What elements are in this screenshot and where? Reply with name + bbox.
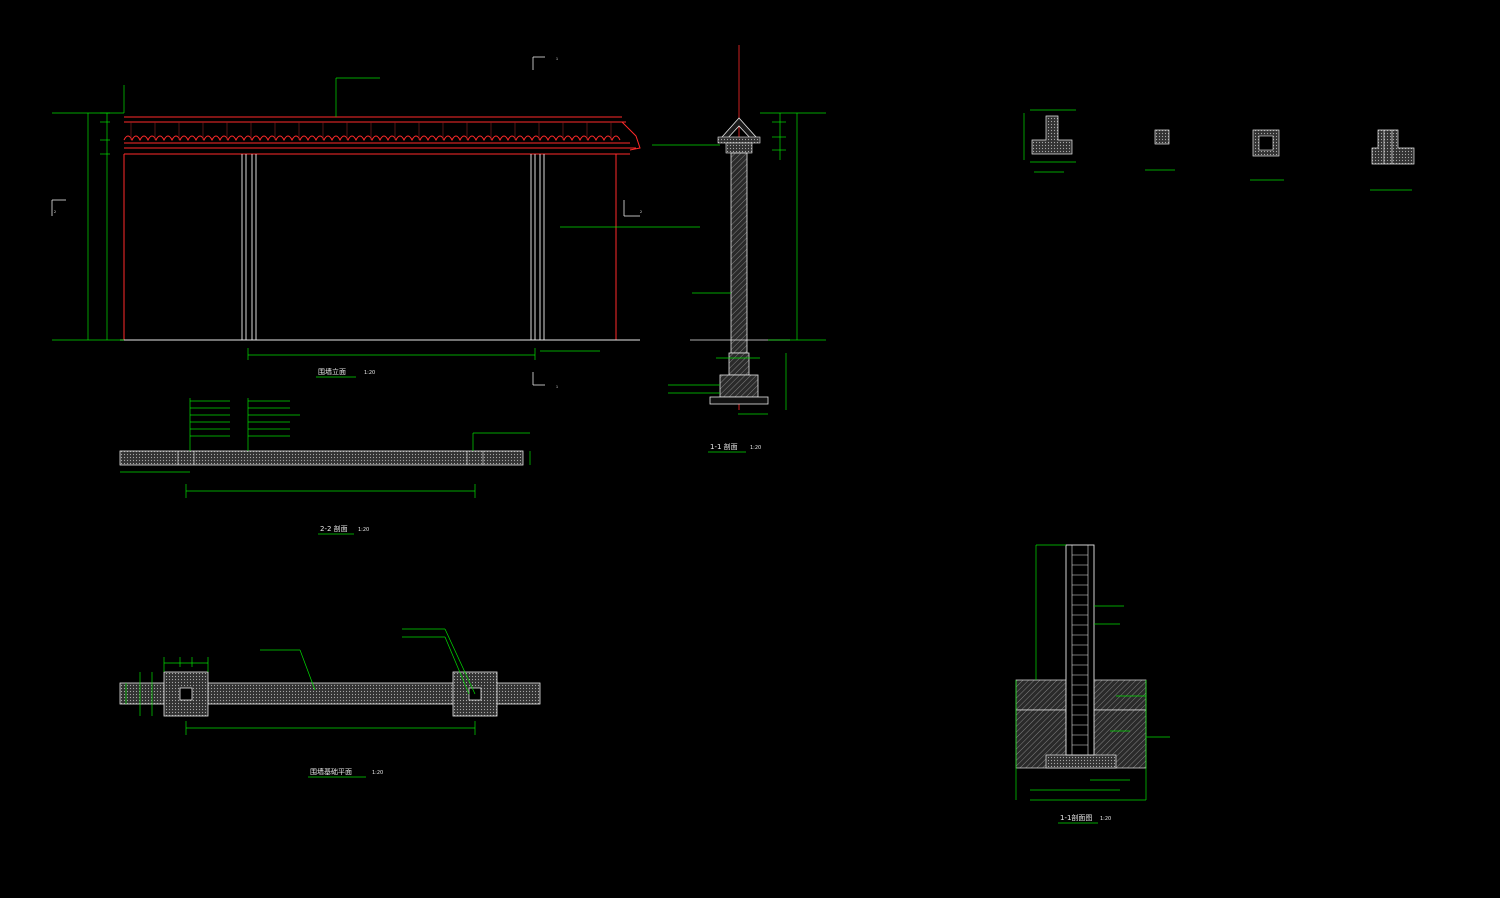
elevation-scale: 1:20 <box>364 370 375 376</box>
section-1-1-scale: 1:20 <box>750 445 761 451</box>
detail-column-section-b <box>1250 129 1284 181</box>
wall-elevation: 1 1 2 2 围墙立面 1:20 <box>51 56 700 389</box>
detail-thumbnails <box>1023 109 1415 191</box>
foundation-plan-scale: 1:20 <box>372 770 383 776</box>
section-detail-scale: 1:20 <box>1100 816 1111 822</box>
marker-1-top: 1 <box>556 57 558 61</box>
marker-1-bottom: 1 <box>556 385 558 389</box>
roof-tiles <box>123 116 641 155</box>
marker-2-right: 2 <box>640 210 642 214</box>
detail-coping <box>1023 109 1076 173</box>
wall-pillars <box>123 154 545 340</box>
marker-2-left: 2 <box>54 210 56 214</box>
section-1-1: 1-1 剖面 1:20 <box>652 45 826 453</box>
elevation-title: 围墙立面 <box>318 367 346 376</box>
elevation-dimensions <box>52 77 700 360</box>
section-detail-1-1: 1-1剖面图 1:20 <box>1015 544 1170 824</box>
detail-base <box>1370 129 1415 191</box>
foundation-plan: 围墙基础平面 1:20 <box>119 628 541 778</box>
section-2-2-title: 2-2 剖面 <box>320 524 348 533</box>
section-2-2: 2-2 剖面 1:20 <box>119 398 531 535</box>
section-detail-title: 1-1剖面图 <box>1060 813 1092 822</box>
section-1-1-title: 1-1 剖面 <box>710 442 738 451</box>
foundation-plan-title: 围墙基础平面 <box>310 767 352 776</box>
detail-column-section-a <box>1145 129 1175 171</box>
section-marker-1 <box>51 56 640 386</box>
section-2-2-scale: 1:20 <box>358 527 369 533</box>
rebar-stirrups <box>1072 554 1088 746</box>
